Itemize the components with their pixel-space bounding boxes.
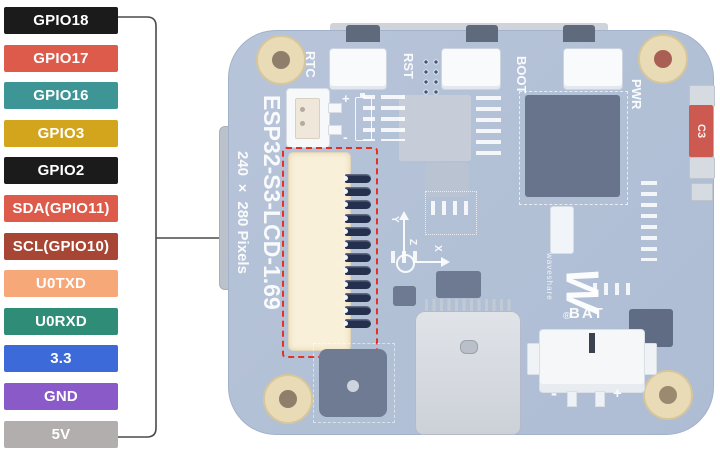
pin-label: 5V <box>4 420 118 448</box>
usb-pins <box>425 299 511 313</box>
waveshare-text: waveshare <box>545 253 554 301</box>
fpc-pin <box>343 279 371 289</box>
c3-label: C3 <box>695 123 707 139</box>
axis-x-arrow <box>413 261 443 263</box>
button-nub <box>563 25 595 42</box>
fpc-pin <box>343 319 371 329</box>
bat-plus-mark: + <box>613 385 622 402</box>
pin-label: GPIO2 <box>4 157 118 185</box>
switch-cap <box>689 157 715 179</box>
pin-label: SDA(GPIO11) <box>4 195 118 222</box>
pin-label: GPIO17 <box>4 44 118 72</box>
jst-plus-mark: + <box>342 91 350 106</box>
board-subtitle: 240 × 280 Pixels <box>234 151 251 274</box>
bat-pin <box>567 391 577 407</box>
button-nub <box>346 25 380 42</box>
pin-label: GPIO16 <box>4 82 118 110</box>
jst-connector <box>286 88 330 148</box>
component <box>691 183 713 201</box>
component-pads <box>641 181 657 261</box>
rtc-button <box>329 48 387 90</box>
component-pads <box>476 96 501 156</box>
speaker <box>319 349 387 417</box>
axis-indicator-icon <box>396 254 415 273</box>
side-connector <box>550 206 574 254</box>
axis-z-label: Z <box>407 239 418 246</box>
component <box>393 286 416 306</box>
speaker-silkscreen <box>313 343 395 423</box>
mounting-hole <box>263 374 313 424</box>
program-header-pads <box>421 57 443 107</box>
component <box>436 271 481 298</box>
esp32-module <box>525 95 620 197</box>
axis-y-label: Y <box>389 216 400 223</box>
boot-button <box>563 48 623 90</box>
mounting-hole <box>643 370 693 420</box>
component-pads <box>381 95 405 141</box>
pin-label: U0RXD <box>4 307 118 335</box>
pin-label: GPIO18 <box>4 7 118 34</box>
pwr-label: PWR <box>629 79 644 110</box>
pin-label: SCL(GPIO10) <box>4 232 118 260</box>
component-pads <box>593 283 633 295</box>
button-nub <box>466 25 498 42</box>
switch-cap <box>689 85 715 107</box>
pcb-board: RTC RST BOOT PWR + - ESP32-S3-LCD-1.69 2… <box>228 25 715 435</box>
silkscreen-outline <box>425 191 477 235</box>
pin-label: U0TXD <box>4 270 118 298</box>
axis-y-arrow <box>403 219 405 254</box>
axis-y-arrowhead <box>399 211 409 220</box>
fpc-pin <box>343 306 371 315</box>
reset-button <box>441 48 501 90</box>
red-switch: C3 <box>689 105 713 157</box>
mounting-hole <box>638 34 688 84</box>
fpc-pin <box>343 253 371 263</box>
bat-minus-mark: - <box>551 383 557 403</box>
axis-x-label: X <box>432 245 443 252</box>
board-title: ESP32-S3-LCD-1.69 <box>259 95 285 310</box>
jst-minus-mark: - <box>343 129 348 145</box>
fpc-pin <box>343 174 371 183</box>
jst-tab <box>328 125 342 135</box>
bat-pin <box>595 391 605 407</box>
module-silkscreen <box>519 91 628 205</box>
rst-label: RST <box>401 53 416 79</box>
usb-c-connector <box>415 311 521 435</box>
fpc-pin <box>343 292 371 302</box>
fpc-pin <box>343 187 371 197</box>
bat-label: BAT <box>569 305 605 322</box>
boot-label: BOOT <box>514 56 529 94</box>
fpc-pin <box>343 240 371 249</box>
fpc-pin <box>343 226 371 236</box>
fpc-connector <box>288 152 351 351</box>
component-pads <box>363 95 375 141</box>
waveshare-logo-icon: W ® <box>556 268 609 322</box>
pin-label: GND <box>4 383 118 410</box>
fpc-pin <box>343 200 371 210</box>
jst-tab <box>328 103 342 113</box>
component-pads <box>431 201 471 215</box>
rtc-label: RTC <box>303 51 318 78</box>
fpc-pin <box>343 213 371 223</box>
soc-chip <box>399 95 471 161</box>
pin-label: GPIO3 <box>4 119 118 147</box>
pin-label: 3.3 <box>4 345 118 373</box>
mounting-hole <box>256 35 306 85</box>
battery-connector <box>539 329 645 393</box>
axis-x-arrowhead <box>441 257 450 267</box>
fpc-pin <box>343 266 371 276</box>
